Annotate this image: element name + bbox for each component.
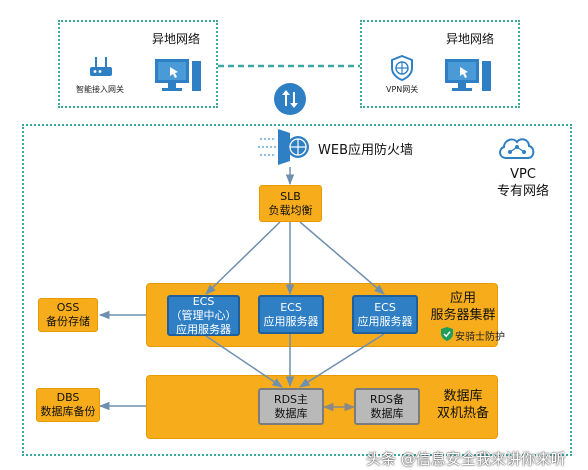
- computer-icon: [155, 59, 201, 91]
- ecs-node-management: ECS （管理中心） 应用服务器: [167, 295, 240, 336]
- vpc-boundary: [22, 124, 572, 456]
- slb-node: SLB 负载均衡: [259, 185, 322, 222]
- ecs1-line1: ECS: [192, 294, 215, 308]
- ecs2-line2: 应用服务器: [263, 314, 319, 328]
- db-cluster-band: [146, 375, 498, 439]
- vpc-label-line2: 专有网络: [496, 184, 549, 199]
- waf-label: WEB应用防火墙: [318, 143, 413, 158]
- vpn-label: VPN网关: [386, 85, 419, 94]
- oss-line2: 备份存储: [46, 315, 90, 328]
- slb-line2: 负载均衡: [268, 203, 313, 217]
- ecs2-line1: ECS: [280, 300, 302, 314]
- security-badge-label: 安骑士防护: [455, 332, 505, 343]
- watermark: 头条 @信息安全我来讲你来听: [366, 450, 566, 468]
- rds-backup-line2: 数据库: [370, 406, 404, 420]
- db-cluster-line1: 数据库: [443, 389, 483, 404]
- rds-backup-line1: RDS备: [369, 392, 405, 406]
- oss-line1: OSS: [56, 301, 80, 314]
- dbs-line2: 数据库备份: [40, 405, 96, 418]
- cloud-network-icon: [499, 138, 535, 159]
- ecs-node: ECS 应用服务器: [352, 295, 418, 334]
- remote-network-left-title: 异地网络: [152, 32, 201, 46]
- ecs1-line2: （管理中心）: [170, 308, 237, 322]
- dbs-node: DBS 数据库备份: [36, 388, 100, 422]
- rds-master-line1: RDS主: [273, 392, 309, 406]
- firewall-globe-icon: [258, 129, 309, 165]
- oss-node: OSS 备份存储: [38, 298, 98, 332]
- app-cluster-label: 应用 服务器集群: [430, 290, 496, 324]
- dbs-line1: DBS: [56, 391, 80, 404]
- vpc-label: VPC 专有网络: [496, 166, 550, 200]
- db-cluster-line2: 双机热备: [436, 406, 489, 421]
- vpn-shield-icon: [391, 55, 413, 81]
- remote-network-right-title: 异地网络: [446, 32, 495, 46]
- rds-backup-node: RDS备 数据库: [354, 388, 420, 425]
- app-cluster-line2: 服务器集群: [430, 308, 496, 323]
- router-label: 智能接入网关: [76, 85, 124, 94]
- remote-network-left: [58, 20, 218, 108]
- slb-line1: SLB: [280, 189, 301, 203]
- ecs1-line3: 应用服务器: [176, 322, 231, 336]
- ecs-node: ECS 应用服务器: [258, 295, 324, 334]
- sync-arrows-icon: [274, 83, 306, 115]
- computer-icon: [445, 59, 491, 91]
- remote-link-line: [218, 64, 360, 68]
- db-cluster-label: 数据库 双机热备: [430, 388, 496, 422]
- rds-master-line2: 数据库: [274, 406, 308, 420]
- ecs3-line1: ECS: [374, 300, 396, 314]
- router-icon: [90, 57, 112, 76]
- app-cluster-line1: 应用: [449, 291, 476, 306]
- shield-check-icon: [441, 327, 453, 341]
- rds-master-node: RDS主 数据库: [258, 388, 324, 425]
- ecs3-line2: 应用服务器: [357, 314, 413, 328]
- vpc-label-line1: VPC: [510, 167, 536, 182]
- remote-network-right: [360, 20, 520, 108]
